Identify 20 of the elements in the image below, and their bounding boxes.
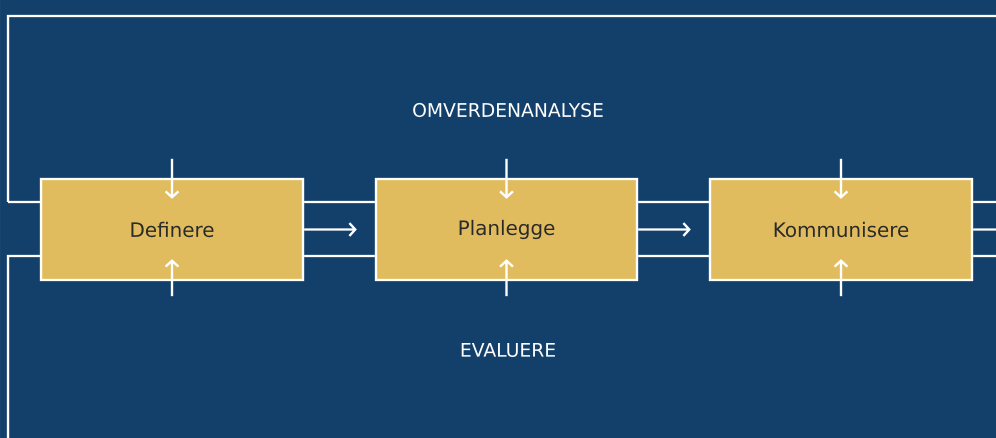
connector-line [973,254,996,258]
arrow [638,222,691,237]
section-label: OMVERDENANALYSE [413,102,603,118]
process-box: Definere [40,178,304,282]
arrow [304,222,357,237]
connector-line [638,254,709,258]
connector-line [304,254,375,258]
section-label: EVALUERE [462,343,555,357]
arrow [834,259,848,296]
arrow [499,259,514,296]
connector-line [973,200,996,204]
process-box: Planlegge [374,178,638,282]
process-box: Kommunisere [708,178,974,282]
arrow [164,158,180,199]
arrow [834,158,848,199]
connector-line [973,228,996,231]
connector-line [304,200,375,204]
arrow [164,259,180,296]
arrow [499,158,514,199]
connector-line [638,200,709,204]
